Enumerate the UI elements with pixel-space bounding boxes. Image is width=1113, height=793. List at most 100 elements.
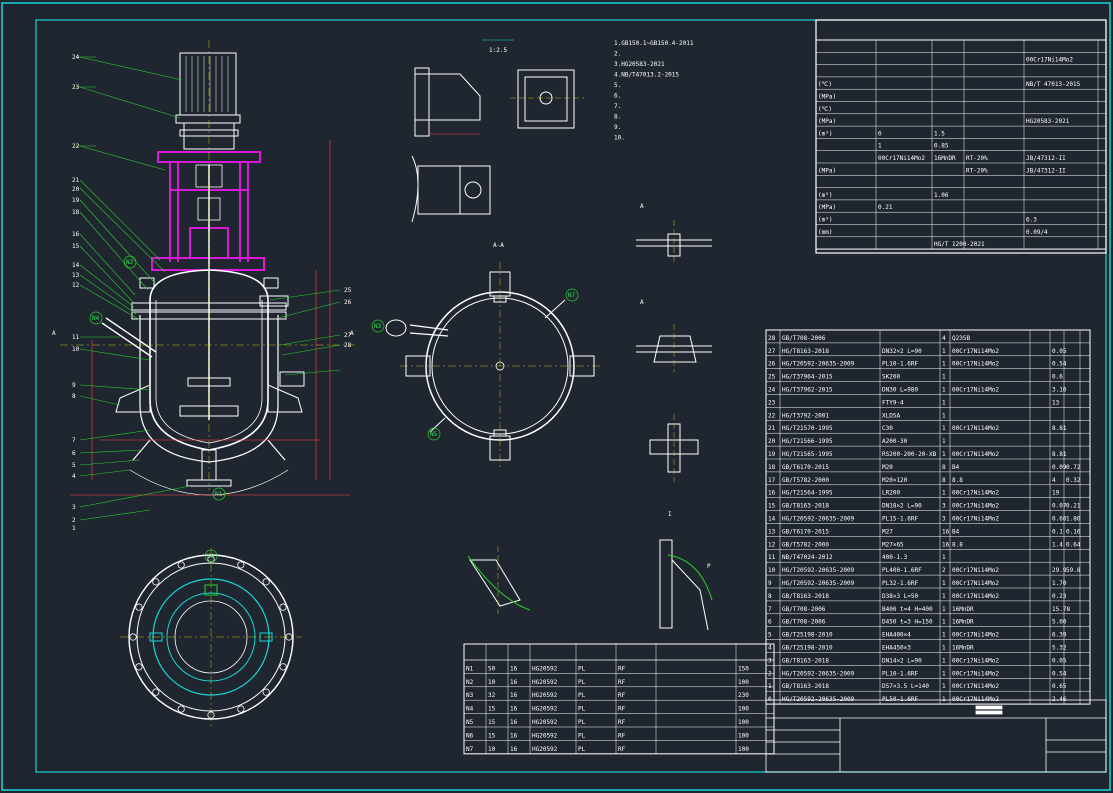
table-cell: 00Cr17Ni14Mo2 [952,361,999,368]
bolt-hole [237,705,245,713]
callout-number: 14 [72,262,80,269]
table-cell: 15 [768,503,776,510]
callout-number: 1 [72,525,76,532]
table-cell: GB/T6170-2015 [782,528,829,535]
note-line: 9. [614,124,621,131]
design-data-table: 00Cr17Ni14Mo2(℃)NB/T 47013-2015(MPa)(℃)(… [815,19,1107,254]
table-cell: 3 [942,516,946,523]
nozzle-marker-circle [371,319,385,333]
table-cell: A200-30 [882,438,908,445]
table-cell: HG/T20592-20635-2009 [782,670,855,677]
callout-number: 12 [72,282,80,289]
table-cell: 16 [942,541,950,548]
bolt-hole [135,663,143,671]
table-cell: 1.80 [1066,516,1081,523]
callout-number: 23 [72,84,80,91]
bolt-hole [129,633,137,641]
table-cell: N2 [466,679,474,686]
table-cell: 27 [768,348,776,355]
table-cell: 00Cr17Ni14Mo2 [952,580,999,587]
table-cell: HG/T37964-2015 [782,374,833,381]
table-cell: 7 [768,606,772,613]
table-cell: 50 [488,665,496,672]
table-cell: 0.09 [1052,464,1067,471]
table-cell: 1 [942,438,946,445]
callout-number: 24 [72,54,80,61]
table-cell: HG/T21565-1995 [782,451,833,458]
table-cell: 59.8 [1066,567,1081,574]
section-marker-left: A [52,330,56,337]
note-line: 3.HG20583-2021 [614,61,665,68]
bolt-hole [135,603,143,611]
bolt-hole [207,711,215,719]
table-cell: 0.1 [1052,528,1063,535]
table-cell: NB/T 47013-2015 [1026,81,1081,88]
inner-frame [35,19,1107,773]
table-cell: GB/T5782-2000 [782,477,829,484]
nozzle-marker-label: N5 [430,431,438,438]
impeller [179,405,239,417]
callout-number: 7 [72,437,76,444]
table-cell: 0.05 [1052,657,1067,664]
table-cell: 0.23 [1052,593,1067,600]
bolt-hole [279,663,287,671]
table-cell: 150 [738,665,749,672]
table-cell: (m³) [818,192,832,199]
table-cell: GB/T708-2006 [782,619,826,626]
table-cell: GB/T25198-2010 [782,645,833,652]
table-cell: 16MnDR [952,645,974,652]
motor-support-frame [151,151,265,271]
table-cell: 1 [942,683,946,690]
bolt-hole [177,705,185,713]
table-cell: HG/T20592-20635-2009 [782,696,855,703]
table-cell: 1 [942,451,946,458]
table-cell: PL50-1.6RF [882,696,919,703]
table-cell: 1.06 [934,192,949,199]
table-cell: 00Cr17Ni14Mo2 [952,348,999,355]
callout-number: 21 [72,177,80,184]
table-cell: HG/T20592-20635-2009 [782,516,855,523]
bolt-hole [262,578,270,586]
table-cell: RT-20% [966,155,988,162]
table-cell: 16 [510,665,518,672]
table-cell: (mm) [818,229,832,236]
table-cell: 00Cr17Ni14Mo2 [952,516,999,523]
table-cell: 0.21 [878,204,893,211]
note-line: 4.NB/T47013.2-2015 [614,72,679,79]
table-cell: 16 [768,490,776,497]
table-cell: GB/T8163-2018 [782,503,829,510]
table-border [815,39,1107,250]
table-cell: 1 [942,412,946,419]
table-cell: PL [578,692,586,699]
table-cell: GB/T25198-2010 [782,632,833,639]
table-cell: 00Cr17Ni14Mo2 [952,670,999,677]
table-cell: 28 [768,335,776,342]
table-cell: B400 t=4 H=400 [882,606,933,613]
table-cell: LR200 [882,490,900,497]
table-cell: 5.00 [1052,619,1067,626]
table-cell: 0.54 [1052,361,1067,368]
table-cell: 3 [768,657,772,664]
table-cell: 0 [878,130,882,137]
table-cell: JB/47312-II [1026,167,1066,174]
callout-number: 5 [72,462,76,469]
callout-labels: 2423222120191816151413121110987654321252… [72,54,352,532]
nozzle-marker-label: N3 [374,323,382,330]
callout-number: 27 [344,332,352,339]
detail-p-label: P [707,563,711,570]
table-cell: 9 [768,580,772,587]
table-cell: (m³) [818,217,832,224]
detail-views [411,39,584,223]
table-cell: 0.09/4 [1026,229,1048,236]
callout-number: 10 [72,346,80,353]
table-cell: PL [578,665,586,672]
table-cell: 00Cr17Ni14Mo2 [952,593,999,600]
table-cell: N5 [466,719,474,726]
table-cell: M27×65 [882,541,904,548]
table-cell: 16MnDR [934,155,956,162]
table-cell: M27 [882,528,893,535]
table-cell: 26 [768,361,776,368]
table-cell: (℃) [818,106,832,113]
table-cell: RS200-200-20-XB [882,451,937,458]
table-cell: DN32×2 L=90 [882,348,922,355]
